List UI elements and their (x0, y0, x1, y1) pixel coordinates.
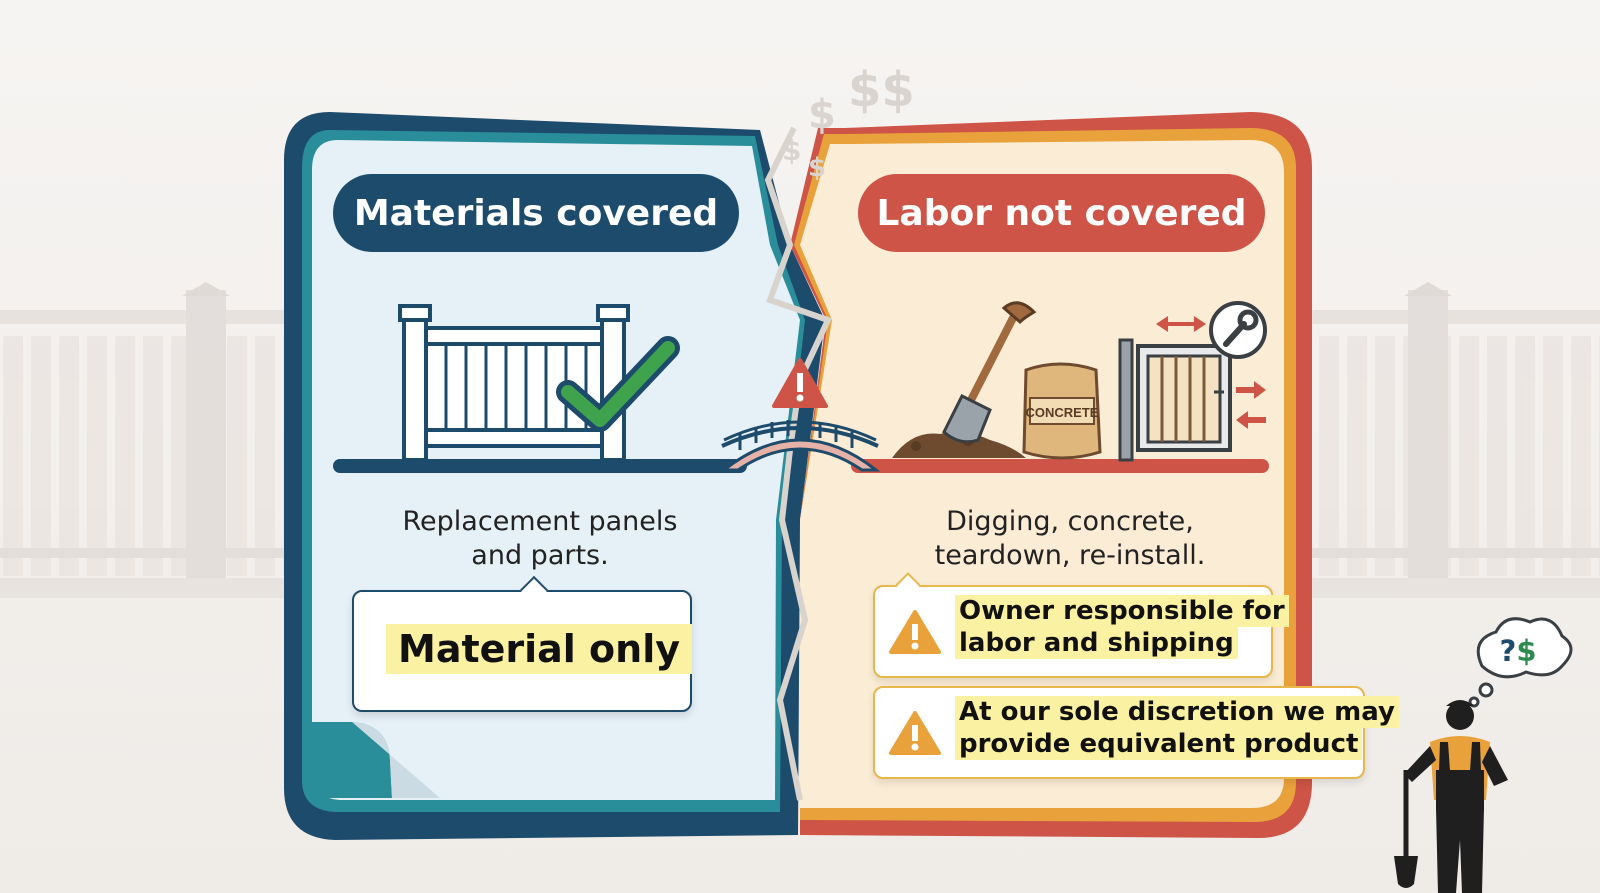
arrow-left-icon (1236, 411, 1266, 429)
dollar-icon: $ (808, 153, 826, 183)
covered-description: Replacement panels and parts. (380, 505, 700, 573)
warning-callout-owner: Owner responsible for labor and shipping (873, 585, 1289, 678)
warning-line: provide equivalent product (955, 728, 1363, 760)
background-fence-right (1300, 282, 1600, 598)
background-fence-left (0, 282, 300, 598)
bridge-icon (719, 420, 881, 472)
warning-line: Owner responsible for (955, 595, 1289, 627)
warning-text: Owner responsible for labor and shipping (955, 595, 1289, 659)
thought-bubble-icon (1468, 617, 1573, 708)
warning-callout-discretion: At our sole discretion we may provide eq… (873, 686, 1399, 779)
warning-line: At our sole discretion we may (955, 696, 1399, 728)
warning-icon (889, 610, 941, 654)
labor-not-covered-heading: Labor not covered (858, 174, 1265, 252)
concrete-bag-label: CONCRETE (1026, 405, 1099, 420)
concrete-bag-icon: CONCRETE (1022, 362, 1102, 460)
dollar-icon: $ (1516, 634, 1537, 668)
dollar-icon: $ (782, 134, 801, 167)
fence-panel-icon (398, 304, 630, 462)
shovel-icon (892, 301, 1037, 458)
warning-line: labor and shipping (955, 627, 1238, 659)
worker-figure-icon (1394, 700, 1508, 893)
materials-covered-heading: Materials covered (333, 174, 739, 252)
material-only-callout: Material only (352, 590, 693, 712)
arrow-right-icon (1236, 381, 1266, 399)
question-mark-icon: ? (1499, 634, 1517, 668)
not-covered-description-line: Digging, concrete, (946, 506, 1194, 537)
covered-description-line: and parts. (471, 540, 609, 571)
dollar-icon: $ (808, 92, 836, 138)
thought-bubble-text: ?$ (1488, 634, 1548, 668)
warning-icon-bridge (772, 358, 828, 408)
dollar-icon: $$ (848, 62, 915, 118)
warning-icon (889, 711, 941, 755)
floating-dollar-icons: $$ $ $ $ (782, 62, 915, 183)
not-covered-description: Digging, concrete, teardown, re-install. (900, 505, 1240, 573)
gate-icon (1118, 338, 1232, 462)
arrow-horizontal-icon (1156, 316, 1206, 332)
material-only-label: Material only (386, 624, 693, 674)
wrench-icon (1209, 301, 1267, 359)
not-covered-description-line: teardown, re-install. (934, 540, 1206, 571)
warning-text: At our sole discretion we may provide eq… (955, 696, 1399, 760)
covered-description-line: Replacement panels (402, 506, 678, 537)
